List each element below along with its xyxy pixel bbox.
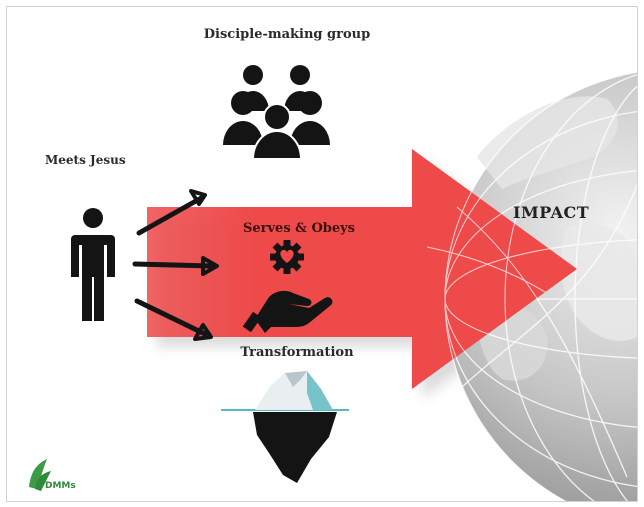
- diagram-canvas: [29, 65, 637, 501]
- impact-arrow: [147, 149, 577, 389]
- iceberg-icon: [221, 371, 349, 483]
- impact-label: IMPACT: [513, 203, 590, 222]
- arrow-to-transformation: [134, 298, 208, 337]
- dmms-logo-mark: [29, 459, 51, 491]
- transformation-label: Transformation: [240, 345, 354, 360]
- group-label: Disciple-making group: [203, 27, 371, 42]
- arrowhead-down: [193, 323, 213, 341]
- arrow-to-group: [136, 194, 206, 236]
- arrowhead-up: [189, 189, 207, 206]
- gear-heart-icon: [270, 240, 304, 274]
- serves-obeys-label: Serves & Obeys: [243, 221, 355, 236]
- person-icon: [71, 208, 115, 321]
- dmms-logo-text: DMMs: [45, 481, 76, 491]
- helping-hand-icon: [242, 290, 333, 333]
- group-icon: [223, 65, 330, 160]
- arrowhead-mid: [201, 256, 219, 276]
- arrow-to-serves: [132, 261, 214, 269]
- diagram-frame: Disciple-making group Meets Jesus Serves…: [6, 6, 638, 502]
- meets-jesus-label: Meets Jesus: [45, 153, 126, 167]
- pointer-arrows: [132, 194, 214, 337]
